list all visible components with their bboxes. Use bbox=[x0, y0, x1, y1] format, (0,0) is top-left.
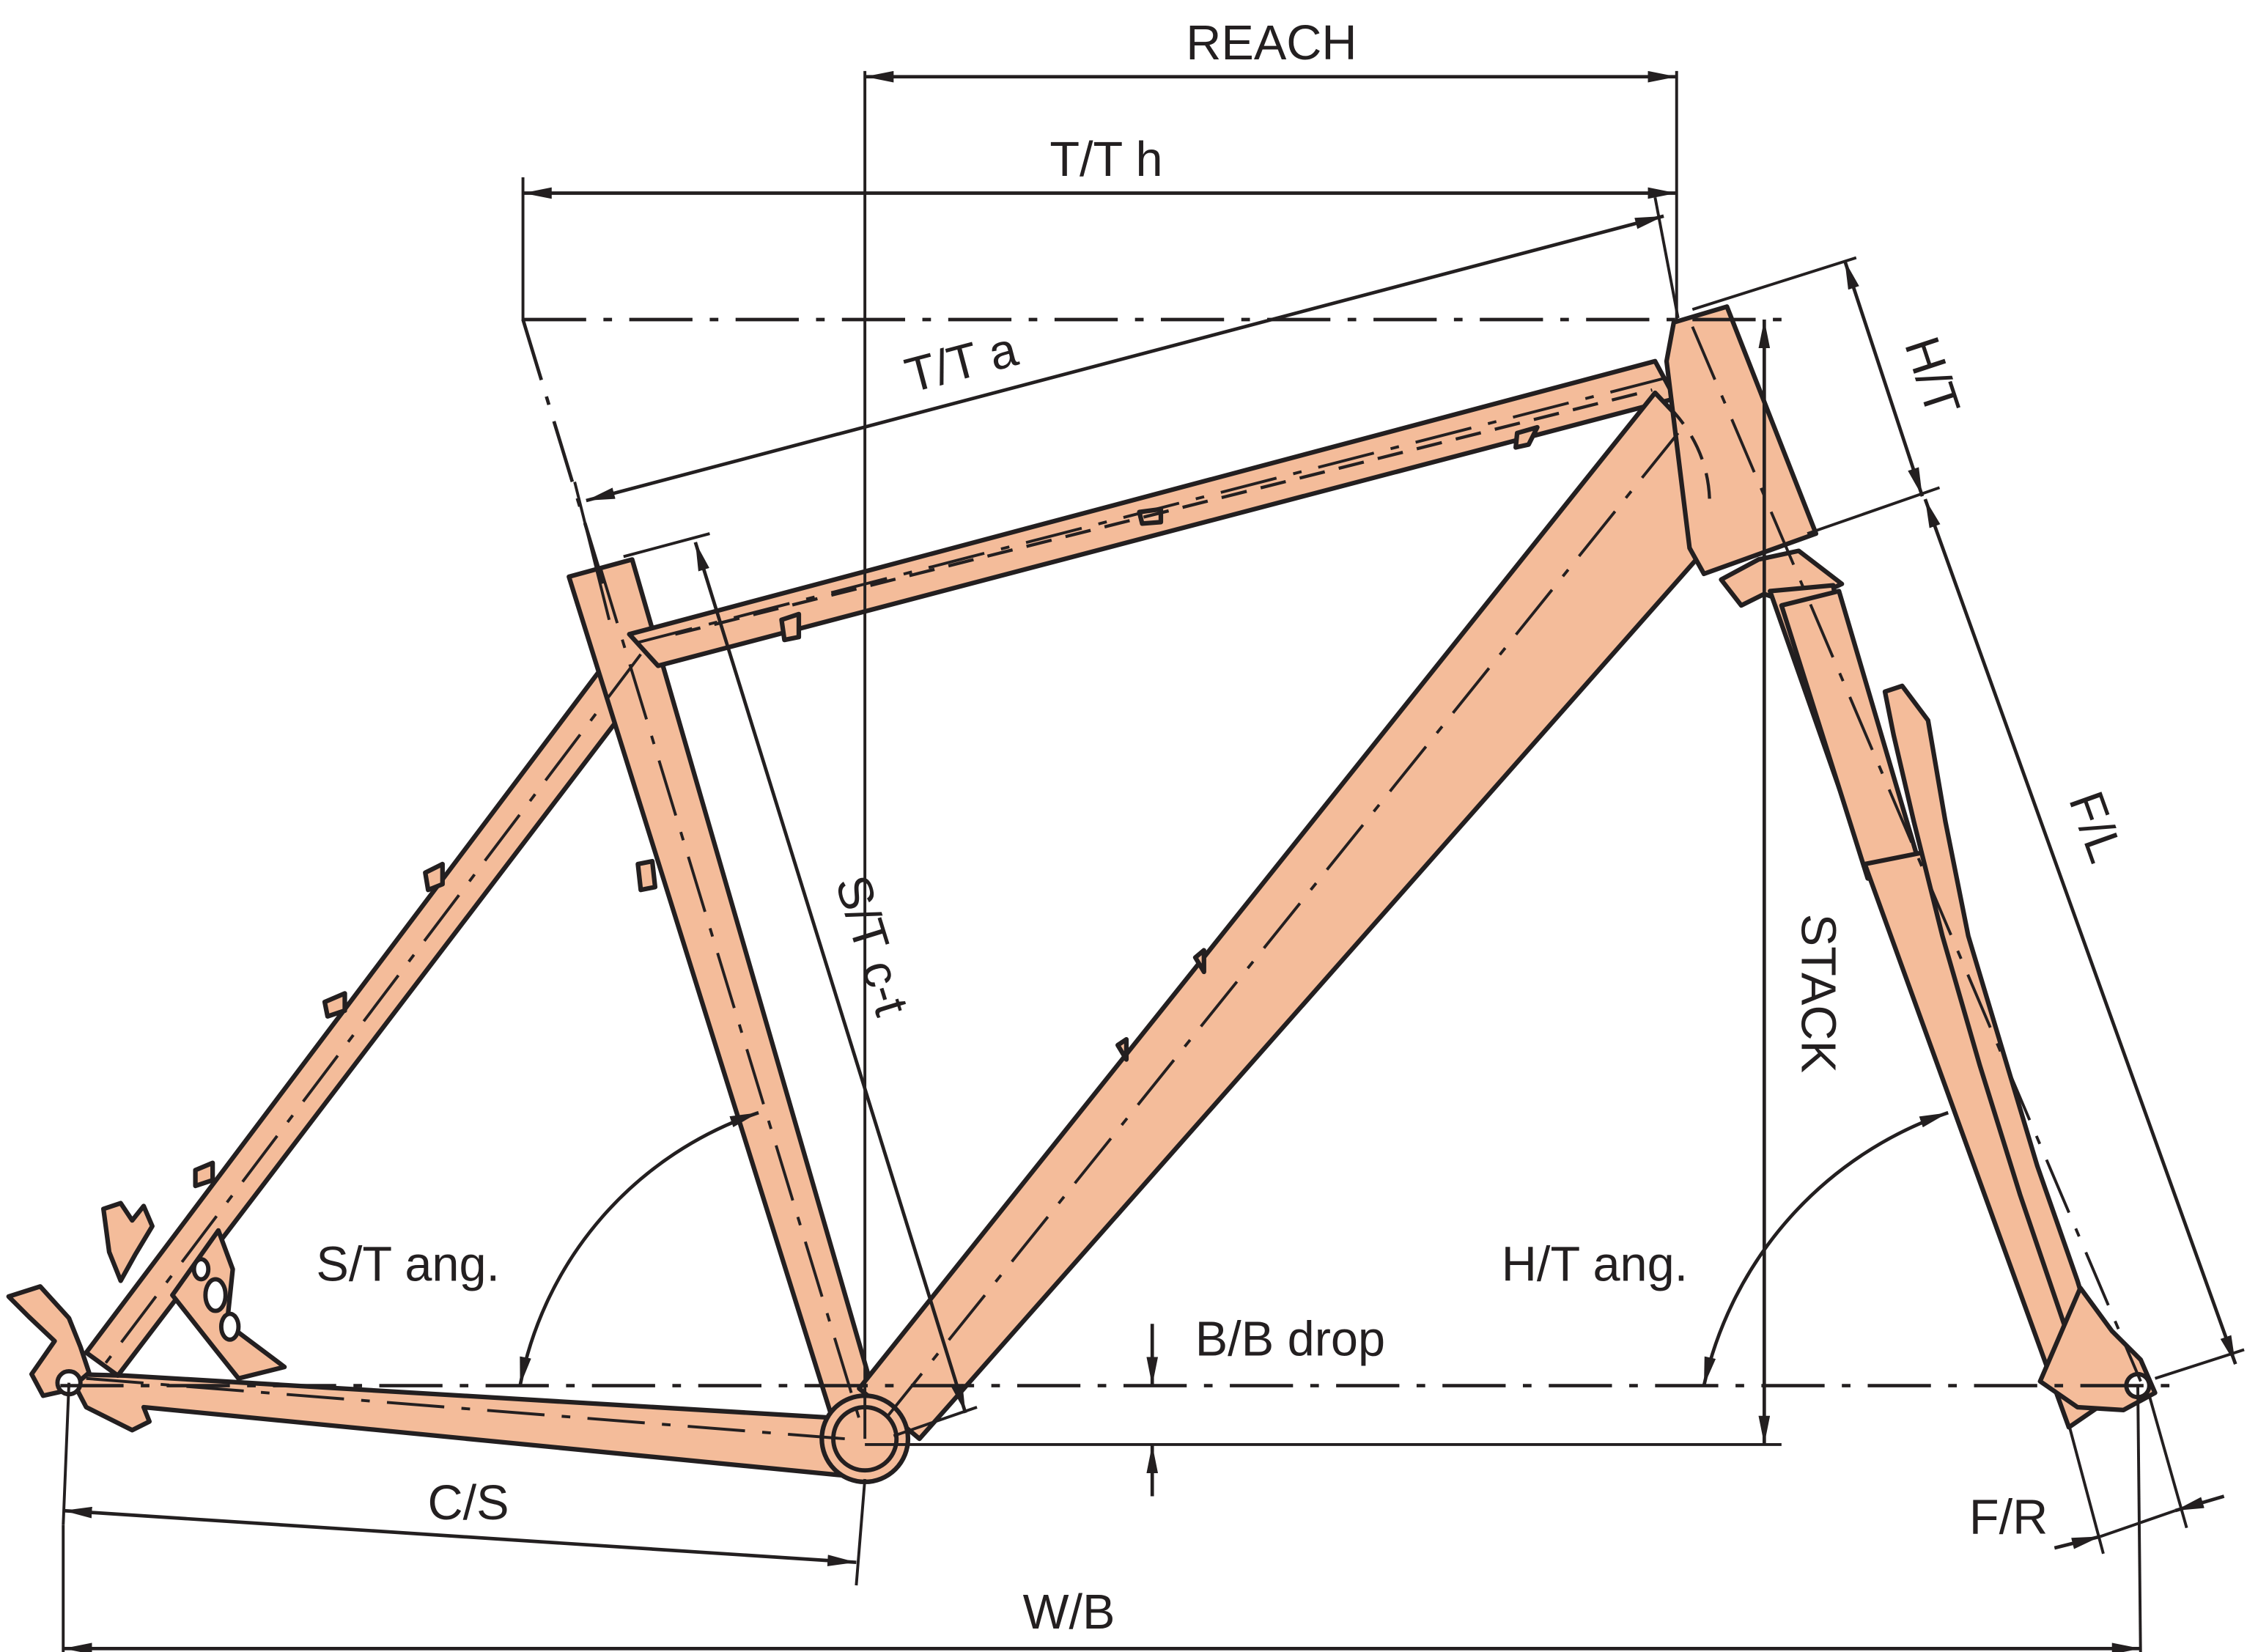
ht-extension-bottom bbox=[1807, 486, 1941, 535]
cs-extension bbox=[855, 1478, 867, 1586]
ht-extension-top bbox=[1691, 256, 1857, 311]
fl-label: F/L bbox=[2058, 785, 2133, 870]
ht-ang-label: H/T ang. bbox=[1502, 1237, 1688, 1291]
front-axle-drop bbox=[2136, 1385, 2142, 1652]
brake-mount-hole bbox=[191, 1257, 211, 1282]
tt-h-label: T/T h bbox=[1049, 133, 1162, 187]
dimension-lines bbox=[62, 70, 2245, 1652]
bb-drop-label: B/B drop bbox=[1195, 1312, 1385, 1366]
st-ct-extension bbox=[623, 532, 710, 558]
st-ang-label: S/T ang. bbox=[316, 1237, 500, 1291]
cs-dimension-line bbox=[63, 1506, 857, 1566]
chainstay-extension bbox=[62, 1382, 71, 1525]
st-angle-arc bbox=[518, 1110, 759, 1387]
wb-label: W/B bbox=[1023, 1585, 1115, 1640]
stack-label: STACK bbox=[1790, 914, 1845, 1073]
ht-dimension-line bbox=[1842, 259, 1925, 497]
tt-a-dimension-line bbox=[586, 214, 1664, 503]
brake-mount-hole bbox=[218, 1311, 241, 1342]
ht-label: H/T bbox=[1894, 331, 1970, 422]
chain-stay bbox=[66, 1371, 853, 1479]
fl-dimension-line bbox=[1923, 498, 2237, 1365]
cs-label: C/S bbox=[428, 1476, 509, 1530]
fr-dimension-line bbox=[2054, 1535, 2101, 1550]
fr-label: F/R bbox=[1969, 1490, 2048, 1544]
dimension-labels: REACH T/T h T/T a H/T F/L STACK S/T c-t … bbox=[316, 16, 2133, 1640]
derailleur-hanger bbox=[101, 1201, 155, 1283]
ht-angle-arc bbox=[1702, 1110, 1949, 1387]
bike-frame bbox=[6, 304, 2158, 1485]
st-ct-dimension-line bbox=[693, 542, 967, 1414]
brake-mount-hole bbox=[203, 1277, 228, 1313]
reach-label: REACH bbox=[1186, 16, 1357, 70]
